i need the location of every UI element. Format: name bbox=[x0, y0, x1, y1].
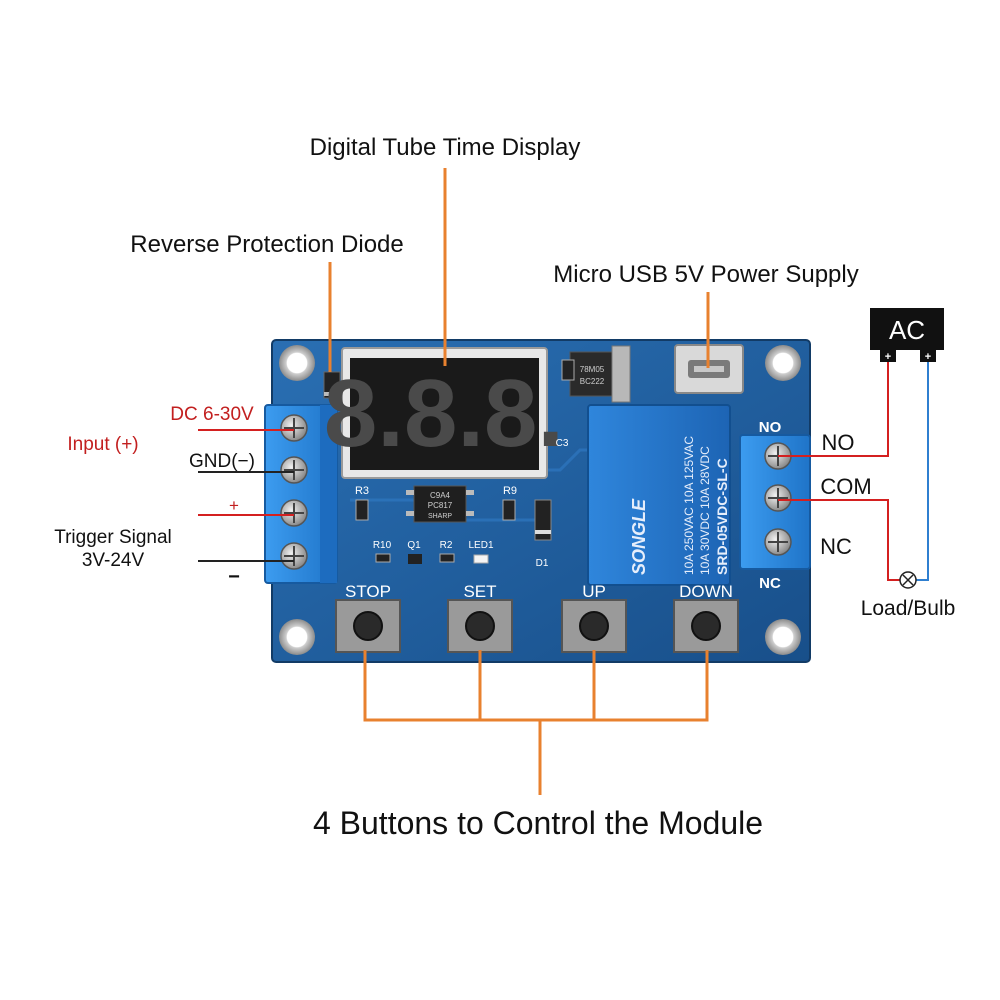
stop-button[interactable]: STOP bbox=[335, 582, 401, 653]
ac-plus-right: + bbox=[925, 351, 931, 363]
buttons-callout-label: 4 Buttons to Control the Module bbox=[313, 805, 763, 841]
relay-brand: SONGLE bbox=[629, 498, 649, 575]
down-button-label: DOWN bbox=[679, 582, 733, 601]
optocoupler-chip: C9A4 PC817 SHARP bbox=[406, 485, 474, 523]
silk-r2: R2 bbox=[440, 540, 453, 551]
digital-tube-display: 8.8.8. bbox=[324, 347, 564, 479]
output-wiring bbox=[778, 358, 929, 581]
regulator-text-2: BC222 bbox=[580, 377, 605, 386]
input-screw-1[interactable] bbox=[280, 414, 308, 442]
input-terminal-block bbox=[264, 404, 338, 584]
output-terminal-block bbox=[739, 434, 811, 570]
ac-label: AC bbox=[889, 315, 925, 345]
no-wire bbox=[778, 358, 889, 457]
voltage-regulator: 78M05 BC222 bbox=[569, 345, 631, 403]
callout-lines bbox=[328, 168, 710, 795]
reverse-protection-diode bbox=[323, 371, 341, 399]
trigger-plus-label: + bbox=[229, 496, 239, 515]
micro-usb-port[interactable] bbox=[674, 344, 744, 394]
input-label: Input (+) bbox=[67, 434, 138, 455]
usb-callout-label: Micro USB 5V Power Supply bbox=[553, 261, 858, 288]
silk-r3: R3 bbox=[355, 485, 369, 497]
trigger-minus-label: − bbox=[228, 566, 240, 588]
regulator-text-1: 78M05 bbox=[580, 365, 605, 374]
display-digits: 8.8.8. bbox=[324, 360, 564, 467]
com-terminal-label: COM bbox=[820, 474, 871, 499]
stop-button-label: STOP bbox=[345, 582, 391, 601]
silk-r10: R10 bbox=[373, 540, 392, 551]
dc-voltage-label: DC 6-30V bbox=[170, 404, 254, 425]
relay-spec-1: 10A 250VAC 10A 125VAC bbox=[682, 436, 696, 575]
input-screw-2[interactable] bbox=[280, 456, 308, 484]
relay-model: SRD-05VDC-SL-C bbox=[714, 458, 730, 575]
input-screw-3[interactable] bbox=[280, 499, 308, 527]
buttons-callout-bracket bbox=[363, 650, 709, 722]
silk-c3: C3 bbox=[556, 438, 569, 449]
ac-source: AC + + bbox=[870, 308, 944, 363]
relay: SONGLE 10A 250VAC 10A 125VAC 10A 30VDC 1… bbox=[587, 404, 731, 586]
down-button[interactable]: DOWN bbox=[673, 582, 739, 653]
silk-led1: LED1 bbox=[468, 540, 493, 551]
ac-plus-left: + bbox=[885, 351, 891, 363]
relay-spec-2: 10A 30VDC 10A 28VDC bbox=[698, 446, 712, 575]
diode-callout-label: Reverse Protection Diode bbox=[130, 231, 403, 258]
no-terminal-label: NO bbox=[822, 430, 855, 455]
gnd-label: GND(−) bbox=[189, 451, 255, 472]
set-button-label: SET bbox=[463, 582, 496, 601]
trigger-voltage-label: 3V-24V bbox=[82, 550, 145, 571]
trigger-signal-label: Trigger Signal bbox=[54, 527, 172, 548]
silk-nc-label: NC bbox=[759, 575, 781, 592]
chip-text-2: PC817 bbox=[428, 501, 453, 510]
input-screw-4[interactable] bbox=[280, 542, 308, 570]
display-callout-label: Digital Tube Time Display bbox=[310, 134, 581, 161]
chip-text-1: C9A4 bbox=[430, 491, 451, 500]
com-wire bbox=[778, 499, 900, 581]
up-button-label: UP bbox=[582, 582, 606, 601]
nc-terminal-label: NC bbox=[820, 534, 852, 559]
mounting-holes bbox=[279, 345, 801, 655]
silk-no-label: NO bbox=[759, 419, 782, 436]
smd-components bbox=[355, 359, 575, 564]
load-wire bbox=[916, 358, 929, 581]
silk-r9: R9 bbox=[503, 485, 517, 497]
silk-d1: D1 bbox=[536, 558, 549, 569]
output-screw-nc[interactable] bbox=[764, 528, 792, 556]
output-screw-com[interactable] bbox=[764, 484, 792, 512]
input-wiring bbox=[198, 429, 294, 562]
silk-q1: Q1 bbox=[407, 540, 421, 551]
up-button[interactable]: UP bbox=[561, 582, 627, 653]
load-bulb-label: Load/Bulb bbox=[861, 597, 956, 620]
chip-text-3: SHARP bbox=[428, 513, 452, 520]
bulb-icon bbox=[899, 571, 917, 589]
